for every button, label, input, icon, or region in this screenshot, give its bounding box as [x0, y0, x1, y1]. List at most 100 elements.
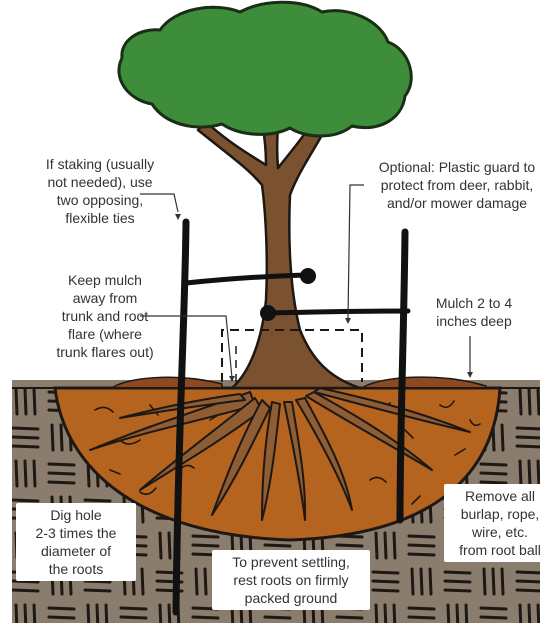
soil-hatch-stroke — [466, 605, 467, 623]
settling-label: To prevent settling, rest roots on firml… — [212, 550, 370, 610]
guard-leader-arrow — [348, 185, 364, 318]
settling-line-3: packed ground — [216, 589, 366, 607]
soil-hatch-stroke — [13, 437, 38, 438]
remove-line-4: from root ball — [448, 541, 540, 559]
staking-line-1: If staking (usually — [20, 155, 180, 173]
soil-hatch-stroke — [409, 554, 434, 555]
soil-hatch-stroke — [142, 569, 143, 594]
soil-hatch-stroke — [121, 617, 146, 618]
soil-hatch-stroke — [520, 389, 521, 414]
soil-hatch-stroke — [13, 428, 38, 429]
soil-hatch-stroke — [517, 446, 540, 447]
soil-hatch-stroke — [169, 605, 170, 623]
soil-hatch-stroke — [34, 605, 35, 623]
soil-hatch-stroke — [265, 617, 290, 618]
soil-hatch-stroke — [13, 590, 38, 591]
soil-hatch-stroke — [337, 545, 362, 546]
soil-hatch-stroke — [49, 482, 74, 483]
soil-hatch-stroke — [517, 581, 540, 582]
soil-hatch-stroke — [409, 545, 434, 546]
soil-hatch-stroke — [13, 500, 38, 501]
dig-hole-line-2: 2-3 times the — [20, 524, 132, 542]
soil-hatch-stroke — [49, 608, 74, 609]
soil-hatch-stroke — [502, 569, 503, 594]
soil-hatch-stroke — [481, 473, 506, 474]
soil-hatch-stroke — [373, 572, 398, 573]
mulch-away-line-1: Keep mulch — [30, 271, 180, 289]
staking-label: If staking (usually not needed), use two… — [20, 155, 180, 227]
soil-hatch-stroke — [529, 461, 530, 486]
staking-line-4: flexible ties — [20, 209, 180, 227]
remove-line-2: burlap, rope, — [448, 505, 540, 523]
mulch-left — [112, 377, 222, 388]
soil-hatch-stroke — [205, 569, 206, 594]
mulch-depth-label: Mulch 2 to 4 inches deep — [420, 294, 528, 330]
mulch-away-line-5: trunk flares out) — [30, 343, 180, 361]
soil-hatch-stroke — [481, 608, 506, 609]
soil-hatch-stroke — [16, 461, 17, 486]
soil-hatch-stroke — [409, 536, 434, 537]
guard-line-3: and/or mower damage — [368, 194, 540, 212]
soil-hatch-stroke — [34, 461, 35, 486]
mulch-right — [362, 377, 486, 388]
soil-hatch-stroke — [517, 590, 540, 591]
soil-hatch-stroke — [265, 545, 290, 546]
soil-hatch-stroke — [517, 572, 540, 573]
soil-hatch-stroke — [373, 581, 398, 582]
guard-label: Optional: Plastic guard to protect from … — [368, 158, 540, 212]
mulch-depth-line-2: inches deep — [420, 312, 528, 330]
soil-hatch-stroke — [160, 605, 161, 623]
guard-line-2: protect from deer, rabbit, — [368, 176, 540, 194]
soil-hatch-stroke — [193, 536, 218, 537]
remove-label: Remove all burlap, rope, wire, etc. from… — [444, 484, 540, 562]
soil-hatch-stroke — [88, 605, 89, 623]
soil-hatch-stroke — [445, 590, 470, 591]
mulch-depth-line-1: Mulch 2 to 4 — [420, 294, 528, 312]
soil-hatch-stroke — [85, 500, 110, 501]
soil-hatch-stroke — [493, 569, 494, 594]
soil-hatch-stroke — [85, 590, 110, 591]
soil-hatch-stroke — [481, 617, 506, 618]
soil-hatch-stroke — [538, 605, 539, 623]
tree-canopy — [119, 2, 411, 136]
soil-hatch-stroke — [430, 569, 431, 594]
soil-hatch-stroke — [25, 389, 26, 414]
soil-hatch-stroke — [376, 533, 377, 558]
mulch-away-line-4: flare (where — [30, 325, 180, 343]
soil-hatch-stroke — [409, 608, 434, 609]
soil-hatch-stroke — [481, 482, 506, 483]
dig-hole-line-4: the roots — [20, 560, 132, 578]
soil-hatch-stroke — [409, 617, 434, 618]
soil-hatch-stroke — [49, 473, 74, 474]
soil-hatch-stroke — [61, 425, 62, 450]
soil-hatch-stroke — [106, 605, 107, 623]
dig-hole-line-1: Dig hole — [20, 506, 132, 524]
soil-hatch-stroke — [97, 605, 98, 623]
soil-hatch-stroke — [517, 437, 540, 438]
mulch-away-label: Keep mulch away from trunk and root flar… — [30, 271, 180, 361]
soil-hatch-stroke — [373, 590, 398, 591]
settling-line-2: rest roots on firmly — [216, 571, 366, 589]
soil-hatch-stroke — [445, 581, 470, 582]
soil-hatch-stroke — [538, 461, 539, 486]
tie-knot-upper — [300, 268, 316, 284]
soil-hatch-stroke — [481, 464, 506, 465]
remove-line-1: Remove all — [448, 487, 540, 505]
soil-hatch-stroke — [538, 389, 539, 414]
mulch-away-line-3: trunk and root — [30, 307, 180, 325]
dig-hole-label: Dig hole 2-3 times the diameter of the r… — [16, 503, 136, 581]
soil-hatch-stroke — [376, 605, 377, 623]
soil-hatch-stroke — [85, 581, 110, 582]
soil-hatch-stroke — [517, 428, 540, 429]
staking-line-2: not needed), use — [20, 173, 180, 191]
staking-line-3: two opposing, — [20, 191, 180, 209]
soil-hatch-stroke — [337, 617, 362, 618]
soil-hatch-stroke — [196, 569, 197, 594]
soil-hatch-stroke — [502, 425, 503, 450]
soil-hatch-stroke — [385, 533, 386, 558]
soil-hatch-stroke — [385, 605, 386, 623]
soil-hatch-stroke — [16, 605, 17, 623]
soil-hatch-stroke — [529, 605, 530, 623]
soil-hatch-stroke — [445, 572, 470, 573]
